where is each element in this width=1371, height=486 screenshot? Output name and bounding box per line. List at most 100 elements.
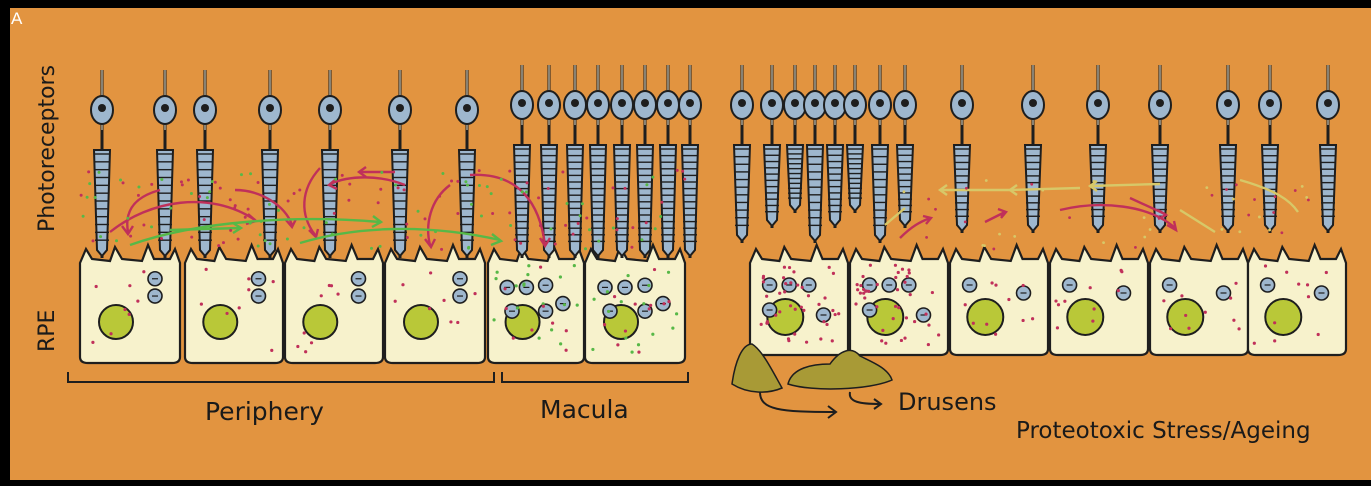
cell-nucleus	[266, 104, 274, 112]
granule-dot	[394, 300, 397, 303]
granule-dot	[466, 184, 469, 187]
granule-dot	[115, 239, 118, 242]
granule-dot	[530, 328, 533, 331]
granule-dot	[1325, 271, 1328, 274]
granule-dot	[325, 221, 328, 224]
granule-dot	[456, 180, 459, 183]
granule-dot	[237, 238, 240, 241]
granule-dot	[486, 185, 489, 188]
granule-dot	[1143, 236, 1146, 239]
granule-dot	[456, 212, 459, 215]
granule-dot	[181, 183, 184, 186]
granule-dot	[856, 283, 859, 286]
rpe-cell	[1150, 245, 1248, 355]
granule-dot	[244, 216, 247, 219]
granule-dot	[320, 294, 323, 297]
granule-dot	[565, 329, 568, 332]
photoreceptors-label: Photoreceptors	[35, 65, 60, 232]
granule-dot	[683, 178, 686, 181]
granule-dot	[760, 323, 763, 326]
granule-dot	[801, 286, 804, 289]
granule-dot	[909, 293, 912, 296]
granule-dot	[240, 173, 243, 176]
granule-dot	[667, 271, 670, 274]
granule-dot	[630, 351, 633, 354]
granule-dot	[1021, 319, 1024, 322]
granule-dot	[1030, 183, 1033, 186]
granule-dot	[303, 331, 306, 334]
granule-dot	[651, 176, 654, 179]
granule-dot	[765, 295, 768, 298]
cell-nucleus	[594, 99, 602, 107]
nucleus	[1167, 299, 1203, 335]
granule-dot	[681, 170, 684, 173]
rpe-cell-body	[850, 245, 948, 355]
granule-dot	[894, 276, 897, 279]
granule-dot	[137, 194, 140, 197]
cell-nucleus	[1266, 99, 1274, 107]
granule-dot	[428, 307, 431, 310]
granule-dot	[109, 332, 112, 335]
stress-label: Proteotoxic Stress/Ageing	[1016, 418, 1311, 444]
panel-letter: A	[11, 9, 23, 28]
granule-dot	[1143, 216, 1146, 219]
granule-dot	[561, 170, 564, 173]
rpe-cell-body	[285, 245, 383, 363]
granule-dot	[187, 178, 190, 181]
granule-dot	[637, 351, 640, 354]
granule-dot	[880, 339, 883, 342]
granule-dot	[900, 339, 903, 342]
granule-dot	[1317, 333, 1320, 336]
cell-nucleus	[545, 99, 553, 107]
granule-dot	[762, 280, 765, 283]
cell-nucleus	[831, 99, 839, 107]
granule-dot	[903, 336, 906, 339]
granule-dot	[272, 280, 275, 283]
granule-dot	[624, 187, 627, 190]
granule-dot	[503, 287, 506, 290]
granule-dot	[908, 271, 911, 274]
granule-dot	[863, 296, 866, 299]
cell-nucleus	[768, 99, 776, 107]
granule-dot	[298, 189, 301, 192]
granule-dot	[516, 306, 519, 309]
granule-dot	[577, 222, 580, 225]
phagosome	[917, 308, 931, 322]
phagosome	[1261, 278, 1275, 292]
granule-dot	[934, 208, 937, 211]
rpe-cell	[80, 245, 180, 363]
granule-dot	[270, 349, 273, 352]
granule-dot	[214, 181, 217, 184]
granule-dot	[260, 220, 263, 223]
granule-dot	[645, 183, 648, 186]
granule-dot	[631, 226, 634, 229]
granule-dot	[876, 283, 879, 286]
granule-dot	[675, 312, 678, 315]
rpe-cell-body	[950, 245, 1048, 355]
granule-dot	[464, 180, 467, 183]
cell-nucleus	[1029, 99, 1037, 107]
granule-dot	[401, 283, 404, 286]
granule-dot	[927, 198, 930, 201]
granule-dot	[1273, 339, 1276, 342]
granule-dot	[565, 349, 568, 352]
granule-dot	[190, 192, 193, 195]
granule-dot	[190, 236, 193, 239]
cell-nucleus	[1324, 99, 1332, 107]
granule-dot	[286, 237, 289, 240]
granule-dot	[494, 277, 497, 280]
granule-dot	[508, 170, 511, 173]
rpe-cell-body	[185, 245, 283, 363]
granule-dot	[348, 183, 351, 186]
granule-dot	[249, 172, 252, 175]
periphery-label: Periphery	[205, 397, 324, 426]
granule-dot	[257, 181, 260, 184]
granule-dot	[620, 300, 623, 303]
granule-dot	[1307, 199, 1310, 202]
granule-dot	[467, 246, 470, 249]
granule-dot	[82, 215, 85, 218]
granule-dot	[542, 305, 545, 308]
rpe-cell	[750, 245, 848, 355]
granule-dot	[142, 223, 145, 226]
granule-dot	[122, 181, 125, 184]
